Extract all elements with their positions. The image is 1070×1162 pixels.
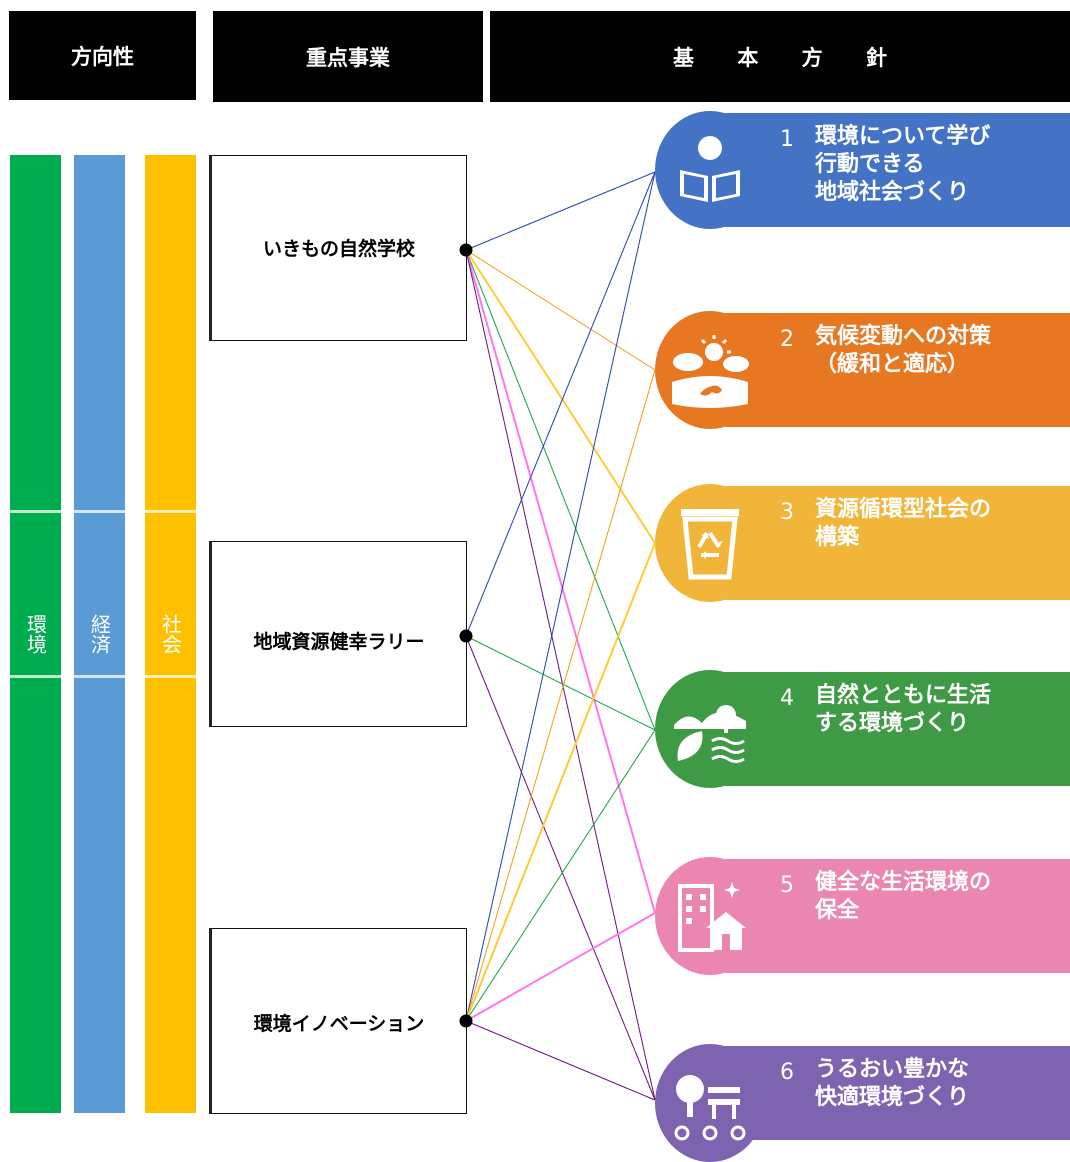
policy-number: 4 (780, 686, 794, 711)
policy-3: 3 資源循環型社会の 構築 (655, 484, 1070, 602)
link-p1-to-6 (465, 249, 656, 1101)
project-dot (459, 629, 473, 643)
link-p1-to-1 (465, 171, 656, 251)
pillar-label: 環境 (23, 614, 48, 654)
policy-tab (713, 672, 1070, 786)
pillar-environment: 環境 (10, 155, 61, 1113)
project-dot (459, 243, 473, 257)
pillar-society: 社会 (145, 155, 196, 1113)
policy-text: 自然とともに生活 する環境づくり (815, 683, 992, 736)
project-box-env-innovation: 環境イノベーション (209, 928, 467, 1114)
project-dot (459, 1014, 473, 1028)
policy-tab (713, 313, 1070, 427)
link-p1-to-3 (465, 249, 656, 544)
policy-number: 2 (780, 327, 794, 352)
policy-4: 4 自然とともに生活 する環境づくり (655, 670, 1070, 788)
header-direction: 方向性 (9, 11, 196, 100)
header-policies: 基 本 方 針 (490, 11, 1070, 102)
policy-number: 6 (780, 1060, 794, 1085)
link-p3-to-3 (465, 542, 656, 1022)
link-p1-to-4 (465, 249, 656, 731)
pillar-label: 経済 (87, 614, 112, 654)
link-p2-to-6 (465, 635, 656, 1101)
policy-text: 資源循環型社会の 構築 (815, 497, 992, 550)
policy-2: 2 気候変動への対策 （緩和と適応） (655, 311, 1070, 429)
weather-globe-icon (655, 311, 765, 429)
link-p3-to-6 (465, 1020, 656, 1101)
project-label: いきもの自然学校 (262, 238, 415, 260)
pillar-label: 社会 (158, 614, 183, 654)
link-p3-to-2 (465, 369, 656, 1022)
link-p1-to-5 (465, 249, 656, 914)
policy-text: 環境について学び 行動できる 地域社会づくり (815, 124, 991, 205)
policy-number: 1 (780, 127, 794, 152)
policy-5: 5 健全な生活環境の 保全 (655, 857, 1070, 975)
policy-tab (713, 1046, 1070, 1140)
policy-text: 気候変動への対策 （緩和と適応） (815, 324, 992, 377)
link-p2-to-4 (465, 635, 656, 731)
pillar-economy: 経済 (74, 155, 125, 1113)
project-label: 地域資源健幸ラリー (253, 631, 425, 653)
project-box-nature-school: いきもの自然学校 (209, 155, 467, 341)
link-p1-to-2 (465, 249, 656, 371)
policy-1: 1 環境について学び 行動できる 地域社会づくり (655, 111, 1070, 229)
policy-tab (713, 113, 1070, 227)
project-box-resource-rally: 地域資源健幸ラリー (209, 541, 467, 727)
link-p2-to-1 (465, 171, 656, 637)
policy-number: 5 (780, 873, 794, 898)
policy-text: 健全な生活環境の 保全 (815, 870, 992, 923)
policy-text: うるおい豊かな 快適環境づくり (815, 1057, 970, 1110)
policy-6: 6 うるおい豊かな 快適環境づくり (655, 1044, 1070, 1162)
reading-person-icon (655, 111, 765, 229)
nature-leaf-icon (655, 670, 765, 788)
link-p3-to-1 (465, 171, 656, 1022)
recycle-bin-icon (655, 484, 765, 602)
policy-number: 3 (780, 500, 794, 525)
building-house-icon (655, 857, 765, 975)
policy-tab (713, 486, 1070, 600)
header-projects: 重点事業 (213, 11, 483, 102)
link-p3-to-5 (465, 912, 656, 1022)
link-p3-to-4 (465, 729, 656, 1022)
policy-tab (713, 859, 1070, 973)
project-label: 環境イノベーション (253, 1013, 425, 1035)
